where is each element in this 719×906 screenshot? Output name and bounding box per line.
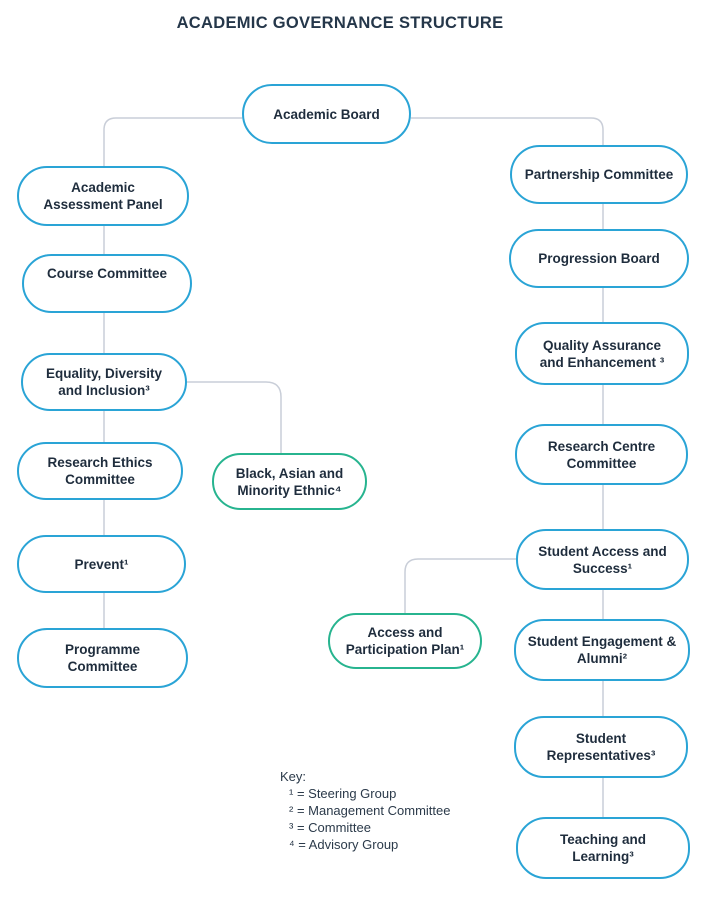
node-label: Student Access and Success¹ (538, 543, 667, 576)
node-access-participation-plan: Access and Participation Plan¹ (328, 613, 482, 669)
node-academic-board: Academic Board (242, 84, 411, 144)
node-research-ethics-committee: Research Ethics Committee (17, 442, 183, 500)
node-prevent: Prevent¹ (17, 535, 186, 593)
node-label: Quality Assurance and Enhancement ³ (539, 337, 665, 370)
legend-item-steering: ¹ = Steering Group (289, 786, 397, 801)
node-label: Teaching and Learning³ (559, 832, 646, 864)
node-label: Equality, Diversity and Inclusion³ (45, 366, 163, 398)
node-label: Prevent¹ (74, 556, 129, 572)
connector-board-left (103, 117, 242, 166)
node-label: Academic Board (273, 106, 380, 122)
node-progression-board: Progression Board (509, 229, 689, 288)
node-programme-committee: Programme Committee (17, 628, 188, 688)
node-research-centre-committee: Research Centre Committee (515, 424, 688, 485)
node-teaching-learning: Teaching and Learning³ (516, 817, 690, 879)
node-partnership-committee: Partnership Committee (510, 145, 688, 204)
node-student-representatives: Student Representatives³ (514, 716, 688, 778)
node-label: Academic Assessment Panel (43, 180, 163, 212)
page-title: ACADEMIC GOVERNANCE STRUCTURE (176, 14, 504, 32)
node-label: Programme Committee (64, 642, 141, 674)
connector-edi-bame (187, 381, 282, 453)
node-academic-assessment-panel: Academic Assessment Panel (17, 166, 189, 226)
legend-heading: Key: (280, 769, 307, 784)
node-label: Research Ethics Committee (47, 455, 153, 487)
node-student-access-success: Student Access and Success¹ (516, 529, 689, 590)
node-label: Partnership Committee (524, 167, 674, 182)
connector-board-right (411, 117, 604, 145)
legend-item-committee: ³ = Committee (289, 820, 371, 835)
node-label: Access and Participation Plan¹ (345, 625, 465, 657)
legend-item-advisory: ⁴ = Advisory Group (289, 837, 399, 852)
node-equality-diversity-inclusion: Equality, Diversity and Inclusion³ (21, 353, 187, 411)
node-label: Course Committee (46, 266, 168, 281)
node-quality-assurance-enhancement: Quality Assurance and Enhancement ³ (515, 322, 689, 385)
node-label: Research Centre Committee (547, 438, 656, 471)
node-course-committee: Course Committee (22, 254, 192, 313)
connector-access-plan (404, 558, 516, 613)
legend: Key: ¹ = Steering Group ² = Management C… (280, 768, 450, 853)
legend-item-management: ² = Management Committee (289, 803, 451, 818)
node-label: Student Representatives³ (546, 731, 656, 763)
node-label: Student Engagement & Alumni² (527, 634, 677, 666)
node-black-asian-minority-ethnic: Black, Asian and Minority Ethnic⁴ (212, 453, 367, 510)
node-label: Progression Board (538, 251, 660, 266)
node-label: Black, Asian and Minority Ethnic⁴ (235, 465, 344, 498)
node-student-engagement-alumni: Student Engagement & Alumni² (514, 619, 690, 681)
